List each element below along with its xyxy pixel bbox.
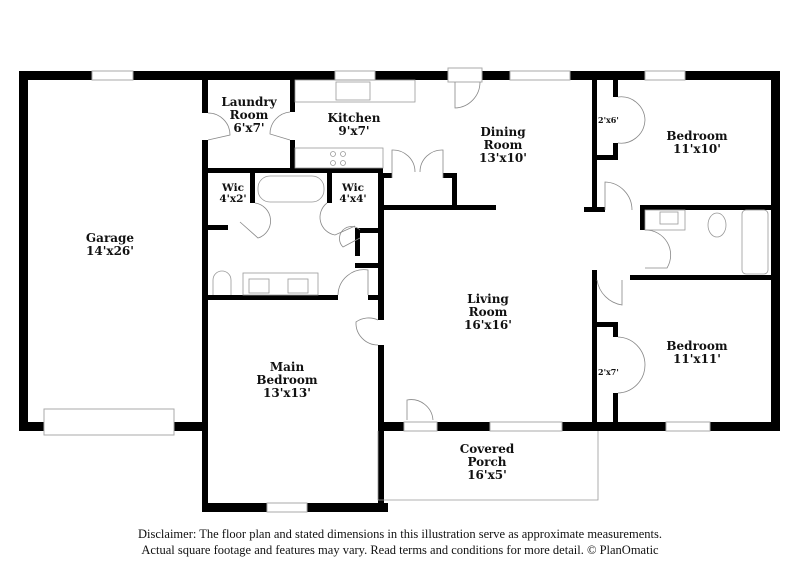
room-dims: 4'x2': [219, 193, 247, 205]
room-bedroom-3: Bedroom 11'x11': [666, 340, 727, 366]
room-wic-2: Wic 4'x4': [339, 183, 366, 205]
room-covered-porch: Covered Porch 16'x5': [460, 443, 515, 482]
disclaimer: Disclaimer: The floor plan and stated di…: [0, 526, 800, 558]
closet-label-bedroom-2: 2'x6': [598, 115, 619, 125]
room-dims: 16'x16': [464, 318, 512, 332]
fixtures: [212, 79, 769, 501]
room-name: Laundry: [221, 95, 277, 109]
room-name: Room: [468, 305, 508, 319]
room-wic-1: Wic 4'x2': [219, 183, 246, 205]
walls: [19, 71, 780, 512]
room-dims: 16'x5': [467, 468, 507, 482]
room-living: Living Room 16'x16': [464, 293, 512, 332]
room-name: Bedroom: [256, 373, 318, 387]
closet-label-bedroom-3: 2'x7': [598, 367, 619, 377]
room-name: Room: [229, 108, 269, 122]
room-name: Garage: [85, 231, 135, 245]
room-name: Covered: [459, 442, 515, 456]
room-bedroom-2: Bedroom 11'x10': [666, 130, 727, 156]
room-dims: 4'x4': [339, 193, 367, 205]
room-name: Porch: [467, 455, 507, 469]
disclaimer-line-1: Disclaimer: The floor plan and stated di…: [138, 527, 662, 541]
room-dims: 11'x11': [673, 352, 721, 366]
room-name: Room: [483, 138, 523, 152]
room-name: Bedroom: [666, 129, 728, 143]
room-kitchen: Kitchen 9'x7': [328, 112, 381, 138]
room-garage: Garage 14'x26': [86, 232, 134, 258]
room-name: Living: [467, 292, 509, 306]
disclaimer-line-2: Actual square footage and features may v…: [141, 543, 659, 557]
room-main-bedroom: Main Bedroom 13'x13': [256, 361, 317, 400]
room-dims: 11'x10': [673, 142, 721, 156]
room-name: Kitchen: [327, 111, 381, 125]
room-name: Wic: [222, 182, 244, 194]
doors: [207, 81, 672, 421]
room-name: Wic: [342, 182, 364, 194]
room-name: Dining: [480, 125, 526, 139]
room-laundry: Laundry Room 6'x7': [221, 96, 276, 135]
room-dining: Dining Room 13'x10': [479, 126, 527, 165]
room-dims: 9'x7': [338, 124, 370, 138]
room-dims: 6'x7': [233, 121, 265, 135]
room-dims: 13'x10': [479, 151, 527, 165]
room-name: Bedroom: [666, 339, 728, 353]
room-name: Main: [269, 360, 305, 374]
windows: [43, 67, 711, 513]
room-dims: 14'x26': [86, 244, 134, 258]
room-dims: 13'x13': [263, 386, 311, 400]
